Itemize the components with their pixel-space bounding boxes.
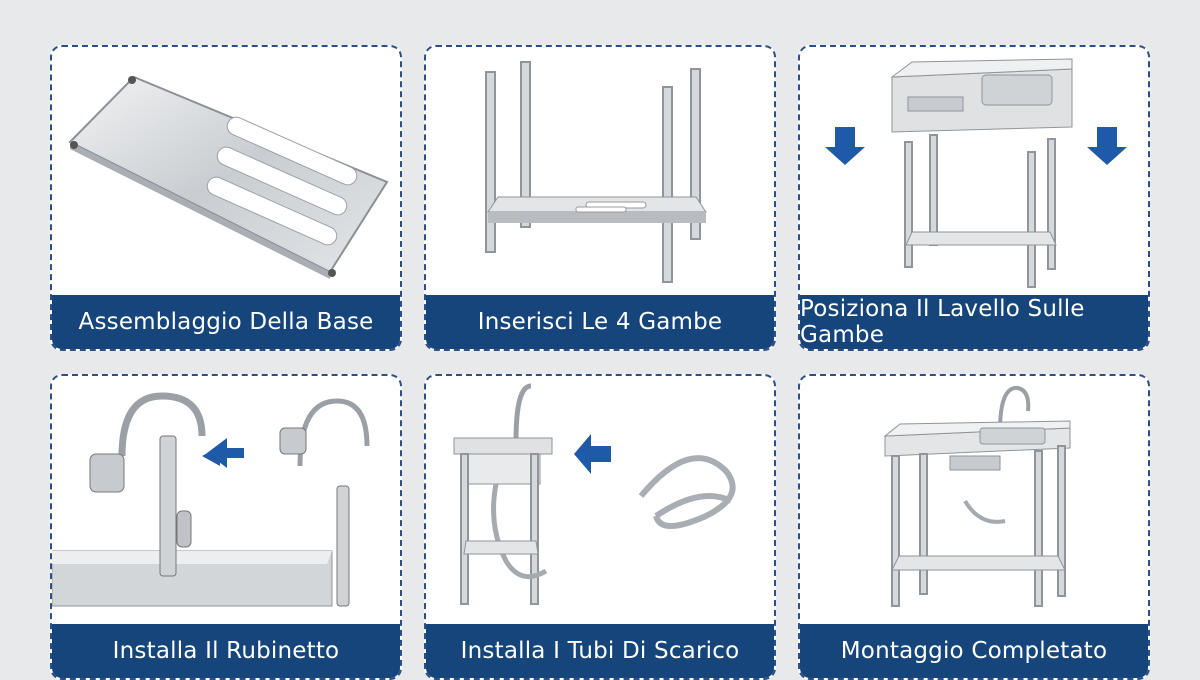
step-card-2: Inserisci Le 4 Gambe (424, 45, 776, 351)
step-card-6: Montaggio Completato (798, 374, 1150, 680)
step-label-4: Installa Il Rubinetto (52, 624, 400, 678)
step-label-1: Assemblaggio Della Base (52, 295, 400, 349)
step-label-6: Montaggio Completato (800, 624, 1148, 678)
step-card-1: Assemblaggio Della Base (50, 45, 402, 351)
step-card-4: Installa Il Rubinetto (50, 374, 402, 680)
step-card-3: Posiziona Il Lavello Sulle Gambe (798, 45, 1150, 351)
completed-sink-illustration (800, 376, 1148, 626)
step-card-5: Installa I Tubi Di Scarico (424, 374, 776, 680)
base-shelf-illustration (52, 47, 400, 297)
faucet-illustration (52, 376, 400, 626)
sink-on-legs-illustration (800, 47, 1148, 297)
step-label-5: Installa I Tubi Di Scarico (426, 624, 774, 678)
step-label-2: Inserisci Le 4 Gambe (426, 295, 774, 349)
drain-hoses-illustration (426, 376, 774, 626)
step-label-3: Posiziona Il Lavello Sulle Gambe (800, 295, 1148, 349)
legs-frame-illustration (426, 47, 774, 297)
